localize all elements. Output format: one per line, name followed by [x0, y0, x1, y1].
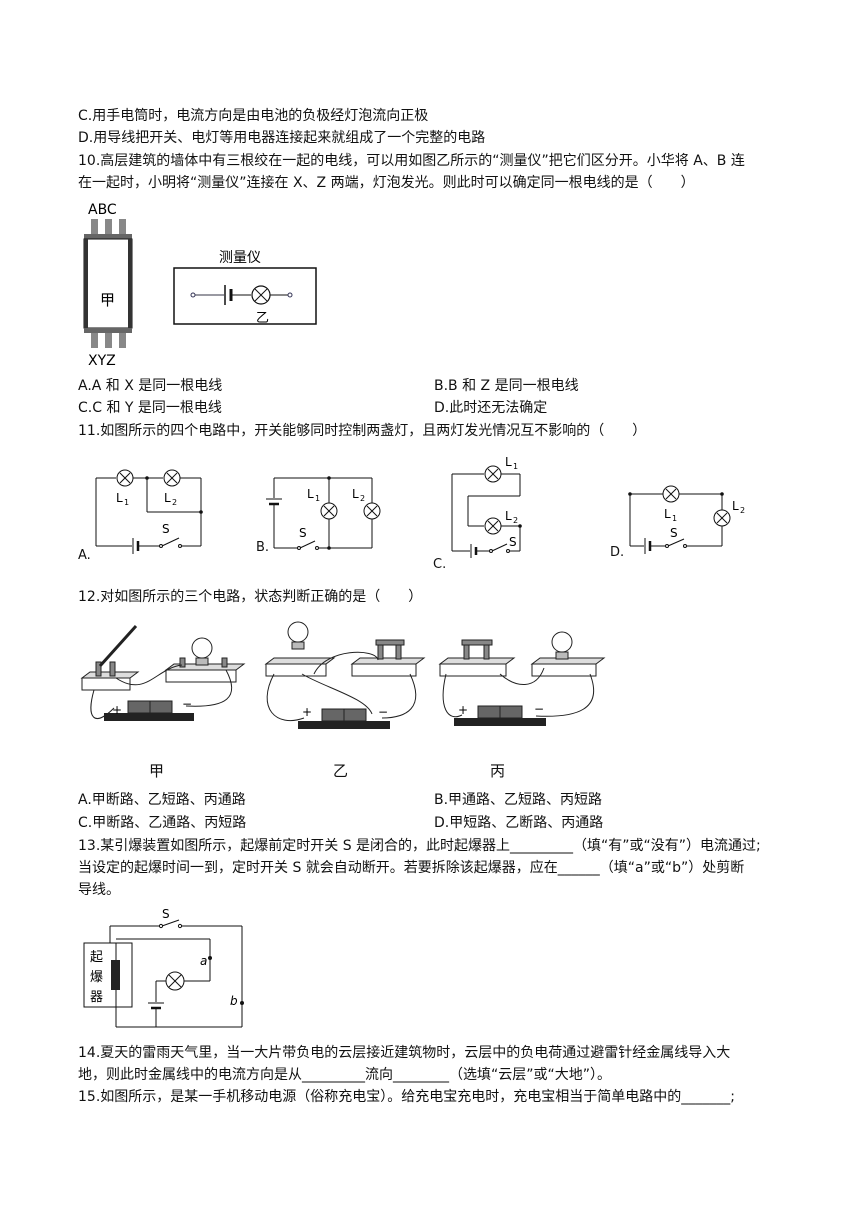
b-s: S: [299, 526, 307, 540]
q10-figure: ABC 甲 XYZ 测量仪 乙: [83, 202, 317, 368]
question-14-line-1: 14.夏天的雷雨天气里，当一大片带负电的云层接近建筑物时，云层中的负电荷通过避雷…: [78, 1045, 731, 1061]
q11-caption-c[interactable]: C.: [433, 557, 447, 572]
q12-caption-jia: 甲: [149, 762, 165, 780]
c-l2: L: [505, 509, 512, 523]
meter-title: 测量仪: [219, 250, 261, 266]
option-c-prev: C.用手电筒时，电流方向是由电池的负极经灯泡流向正极: [78, 108, 429, 124]
yi-minus: −: [378, 705, 388, 719]
yi-plus: +: [302, 705, 312, 719]
q12-option-b[interactable]: B.甲通路、乙短路、丙短路: [434, 792, 603, 808]
d-l2: L: [732, 499, 739, 513]
a-l1-sub: 1: [124, 498, 129, 507]
meter-yi-label: 乙: [256, 311, 269, 326]
q12-figure: + − + − + −: [80, 621, 606, 729]
q10-option-c[interactable]: C.C 和 Y 是同一根电线: [78, 400, 222, 416]
device-label-2: 爆: [90, 970, 103, 985]
question-15: 15.如图所示，是某一手机移动电源（俗称充电宝）。给充电宝充电时，充电宝相当于简…: [78, 1089, 735, 1105]
q10-option-b[interactable]: B.B 和 Z 是同一根电线: [434, 378, 579, 394]
a-l1: L: [116, 491, 123, 505]
q12-option-c[interactable]: C.甲断路、乙通路、丙短路: [78, 815, 247, 831]
c-l1: L: [505, 455, 512, 469]
q11-caption-a[interactable]: A.: [78, 548, 91, 563]
bing-minus: −: [534, 702, 544, 716]
a-s: S: [162, 522, 170, 536]
q10-option-a[interactable]: A.A 和 X 是同一根电线: [78, 378, 223, 394]
b-l1-sub: 1: [315, 494, 320, 503]
s-label: S: [162, 907, 170, 921]
question-13-line-1: 13.某引爆装置如图所示，起爆前定时开关 S 是闭合的，此时起爆器上______…: [78, 838, 761, 854]
question-12: 12.对如图所示的三个电路，状态判断正确的是（ ）: [78, 589, 423, 605]
box-jia-label: 甲: [100, 291, 115, 309]
c-l1-sub: 1: [513, 462, 518, 471]
q12-caption-bing: 丙: [490, 762, 506, 780]
question-10-line-2: 在一起时，小明将“测量仪”连接在 X、Z 两端，灯泡发光。则此时可以确定同一根电…: [78, 175, 695, 191]
device-label-1: 起: [90, 950, 103, 965]
point-a-label: a: [200, 954, 207, 968]
d-s: S: [670, 526, 678, 540]
d-l1-sub: 1: [672, 514, 677, 523]
b-l2: L: [352, 487, 359, 501]
question-13-line-2: 当设定的起爆时间一到，定时开关 S 就会自动断开。若要拆除该起爆器，应在____…: [78, 860, 745, 876]
q10-option-d[interactable]: D.此时还无法确定: [434, 400, 548, 416]
d-l1: L: [664, 507, 671, 521]
b-l2-sub: 2: [360, 494, 365, 503]
jia-plus: +: [112, 703, 122, 717]
q11-circuit-b: L 1 L 2 S: [266, 476, 381, 550]
point-b-label: b: [230, 994, 238, 1008]
question-11: 11.如图所示的四个电路中，开关能够同时控制两盏灯，且两灯发光情况互不影响的（ …: [78, 423, 647, 439]
b-l1: L: [307, 487, 314, 501]
c-l2-sub: 2: [513, 516, 518, 525]
a-l2-sub: 2: [172, 498, 177, 507]
q13-figure: S 起 爆 器 a b: [83, 907, 244, 1028]
q11-circuit-a: L 1 L 2 S: [95, 469, 203, 554]
d-l2-sub: 2: [740, 506, 745, 515]
device-label-3: 器: [90, 990, 103, 1005]
q11-circuit-d: L 1 L 2 S: [628, 485, 745, 554]
question-10-line-1: 10.高层建筑的墙体中有三根绞在一起的电线，可以用如图乙所示的“测量仪”把它们区…: [78, 153, 745, 169]
q12-caption-yi: 乙: [333, 762, 349, 780]
jia-minus: −: [182, 697, 192, 711]
bing-plus: +: [458, 703, 468, 717]
q11-circuit-c: L 1 L 2 S: [451, 455, 522, 558]
q11-caption-b[interactable]: B.: [256, 540, 270, 555]
option-d-prev: D.用导线把开关、电灯等用电器连接起来就组成了一个完整的电路: [78, 130, 486, 146]
q11-caption-d[interactable]: D.: [610, 545, 625, 560]
question-14-line-2: 地，则此时金属线中的电流方向是从_________流向________（选填“云…: [78, 1067, 612, 1083]
q12-option-d[interactable]: D.甲短路、乙断路、丙通路: [434, 815, 604, 831]
question-13-line-3: 导线。: [78, 882, 120, 898]
abc-label: ABC: [88, 202, 117, 218]
xyz-label: XYZ: [88, 353, 116, 368]
c-s: S: [509, 535, 517, 549]
a-l2: L: [164, 491, 171, 505]
q12-option-a[interactable]: A.甲断路、乙短路、丙通路: [78, 792, 246, 808]
